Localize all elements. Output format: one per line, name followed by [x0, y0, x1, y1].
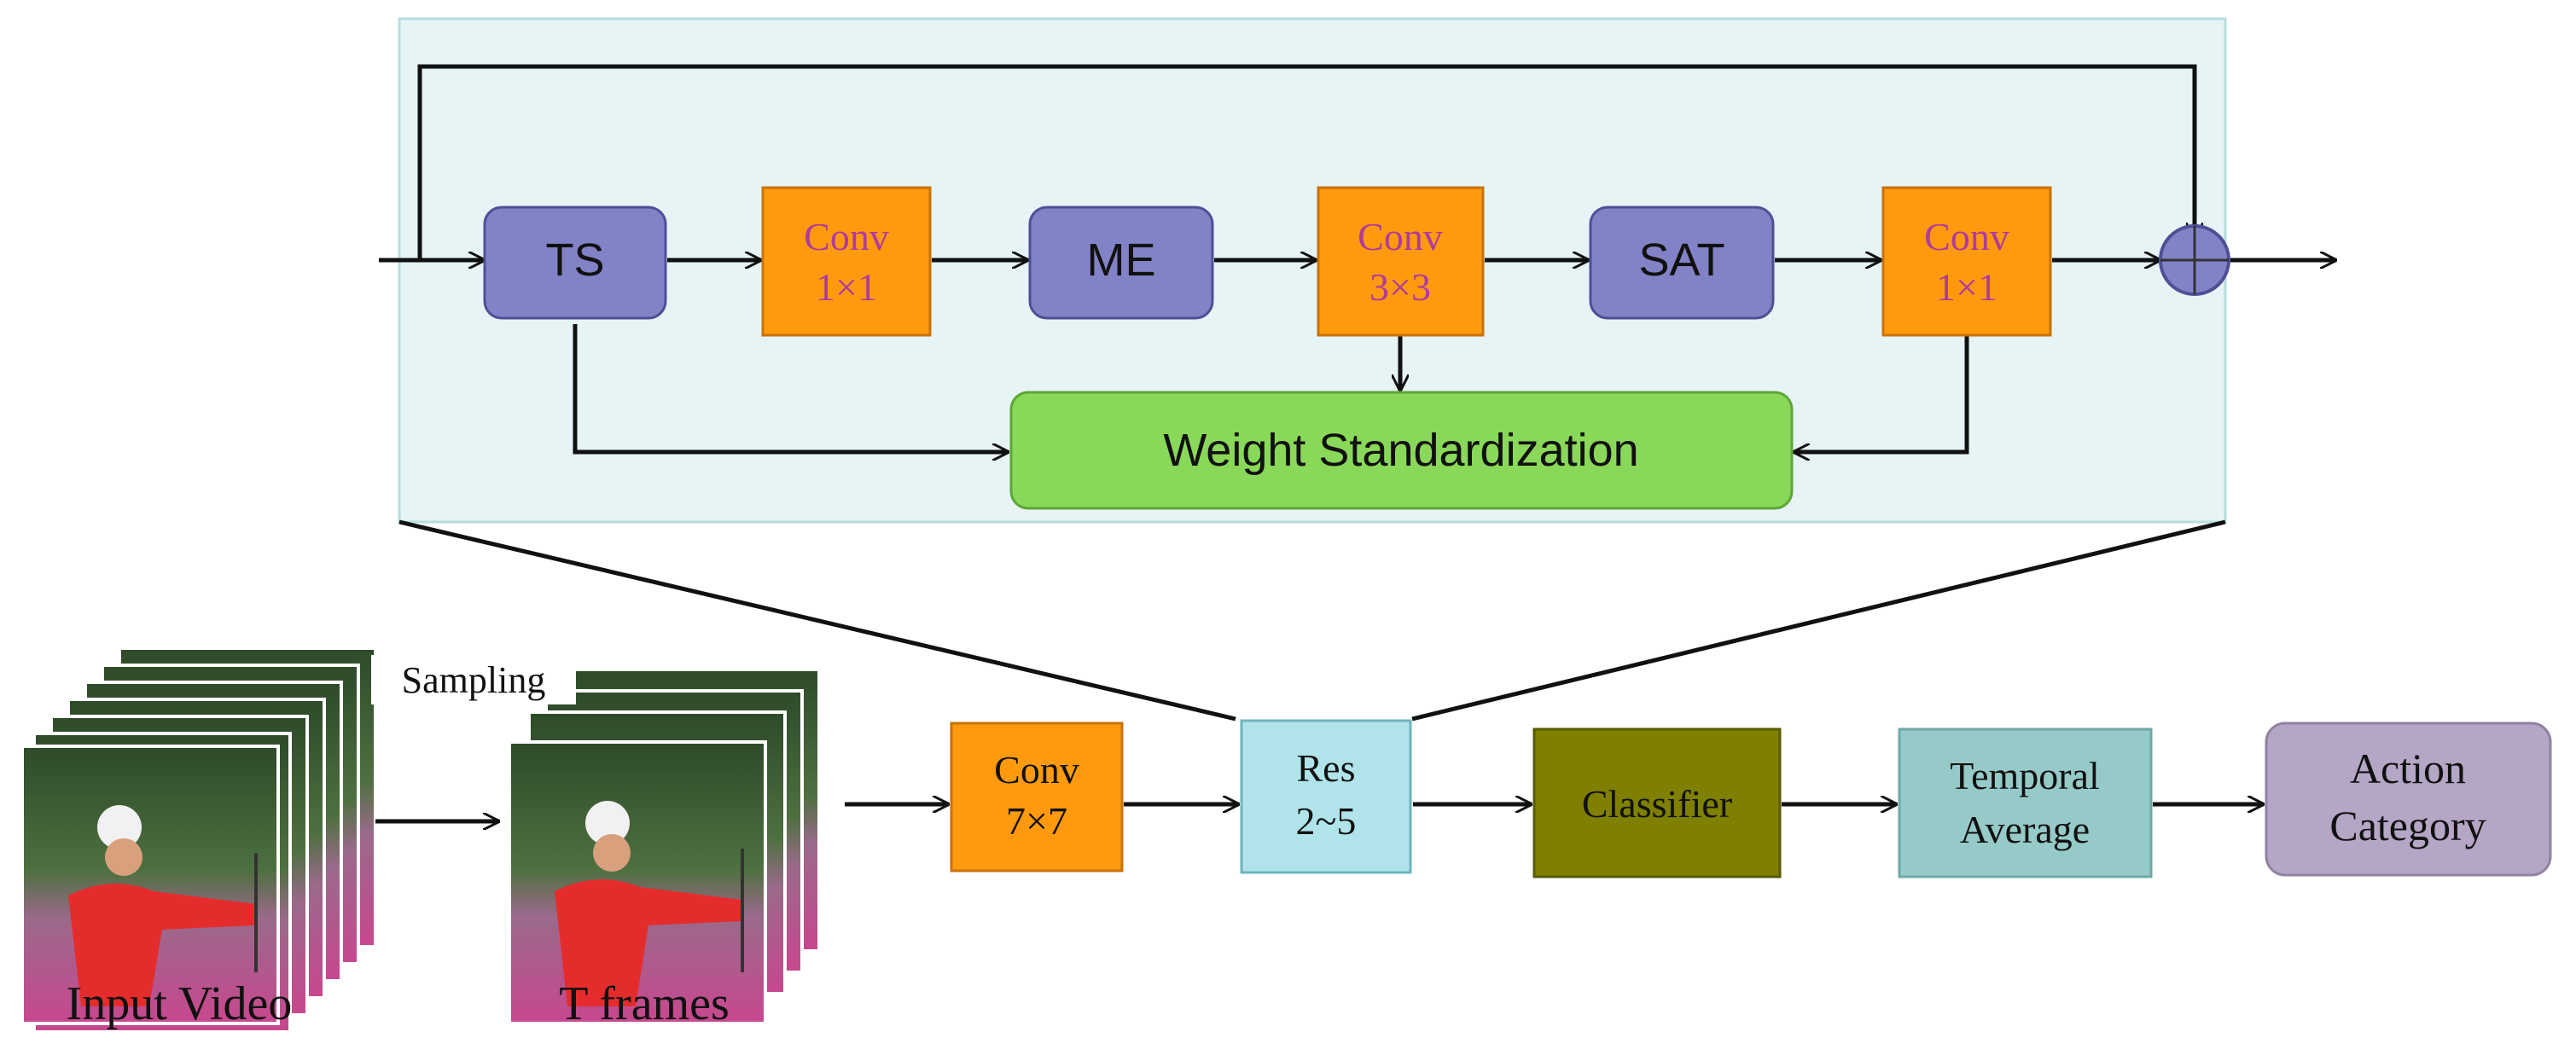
skip-connection — [417, 64, 2195, 260]
me-label: ME — [1087, 235, 1156, 286]
res-range: 2~5 — [1296, 799, 1357, 843]
conv7x7-label: Conv — [994, 748, 1079, 791]
weight-standardization-block — [1009, 391, 1794, 510]
classifier-label: Classifier — [1582, 782, 1732, 826]
zoom-line-left — [398, 519, 1236, 722]
zoom-line-right — [1411, 519, 2226, 722]
arrow-conv1b-ws — [1794, 335, 1969, 452]
t-frames — [508, 668, 821, 1025]
me-block — [1028, 206, 1214, 320]
conv3x3-label: Conv — [1358, 215, 1443, 258]
temporal-average-block — [1898, 727, 2153, 878]
ts-block — [483, 206, 667, 320]
temporal-average-label-line1: Temporal — [1950, 754, 2100, 797]
action-category-label-line2: Category — [2329, 802, 2486, 849]
sat-label: SAT — [1638, 235, 1724, 286]
conv7x7-size: 7×7 — [1006, 799, 1067, 843]
weight-standardization-label: Weight Standardization — [1163, 425, 1638, 476]
conv1x1b-size: 1×1 — [1936, 265, 1997, 309]
conv1x1-block — [761, 186, 932, 337]
arrow-ts-ws — [573, 324, 1009, 452]
conv1x1-label: Conv — [804, 215, 889, 258]
plus-circle-icon — [2159, 224, 2230, 296]
input-video-frames — [20, 646, 377, 1034]
res-block — [1240, 719, 1412, 874]
ts-label: TS — [545, 235, 604, 286]
conv3x3-block — [1317, 186, 1485, 337]
action-category-label-line1: Action — [2350, 745, 2466, 792]
conv3x3-size: 3×3 — [1369, 265, 1431, 309]
res-label: Res — [1297, 746, 1356, 790]
conv1x1-size: 1×1 — [816, 265, 877, 309]
conv7x7-block — [950, 722, 1124, 872]
sat-block — [1589, 206, 1775, 320]
conv1x1b-label: Conv — [1924, 215, 2009, 258]
sampling-label: Sampling — [402, 659, 546, 701]
temporal-average-label-line2: Average — [1960, 808, 2090, 851]
input-video-label: Input Video — [67, 977, 293, 1030]
classifier-block — [1532, 727, 1782, 878]
conv1x1b-block — [1881, 186, 2052, 337]
action-category-block — [2265, 722, 2552, 877]
t-frames-label: T frames — [559, 977, 730, 1030]
